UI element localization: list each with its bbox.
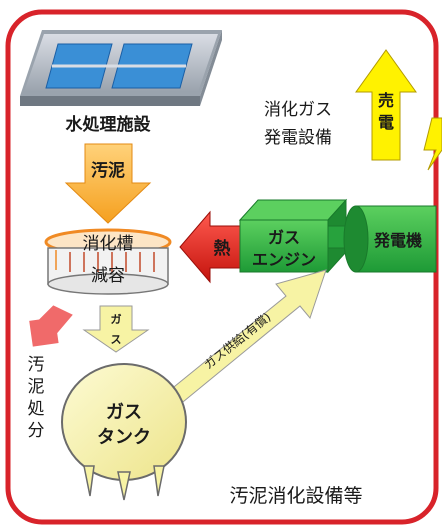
facility-name-label: 汚泥消化設備等 bbox=[229, 485, 362, 507]
generator-cylinder bbox=[343, 205, 437, 273]
gas-tank-label-1: ガス bbox=[106, 402, 142, 423]
sludge-disposal-char-2: 泥 bbox=[28, 377, 45, 397]
gas-supply-arrow bbox=[163, 269, 327, 407]
gas-engine-label-1: ガス bbox=[268, 228, 300, 247]
sludge-disposal-char-3: 処 bbox=[28, 399, 45, 419]
sludge-arrow bbox=[64, 143, 152, 224]
power-sale-char-2: 電 bbox=[378, 113, 394, 132]
solar-panel-icon bbox=[20, 30, 222, 106]
gas-tank-label-2: タンク bbox=[97, 427, 151, 448]
power-sale-char-1: 売 bbox=[378, 91, 394, 110]
gas-down-arrow bbox=[82, 305, 150, 353]
heat-label: 熱 bbox=[214, 238, 231, 259]
sludge-disposal-char-4: 分 bbox=[28, 421, 45, 441]
gas-small-label-2: ス bbox=[111, 333, 122, 346]
digestion-gas-power-label-1: 消化ガス bbox=[264, 100, 332, 120]
lightning-icon bbox=[423, 117, 442, 171]
power-sale-arrow bbox=[355, 49, 417, 161]
sludge-label: 汚泥 bbox=[91, 160, 125, 181]
gas-supply-label: ガス供給(有償) bbox=[201, 310, 273, 372]
water-treatment-label: 水処理施設 bbox=[66, 114, 152, 135]
digestion-tank-label: 消化槽 bbox=[83, 234, 134, 254]
digestion-gas-power-label-2: 発電設備 bbox=[264, 128, 332, 148]
sludge-disposal-arrow bbox=[29, 305, 73, 347]
generator-label: 発電機 bbox=[373, 231, 422, 250]
heat-arrow bbox=[179, 210, 243, 284]
gas-small-label-1: ガ bbox=[111, 312, 122, 326]
sludge-disposal-char-1: 汚 bbox=[28, 355, 45, 375]
volume-reduction-label: 減容 bbox=[91, 266, 125, 286]
gas-engine-label-2: エンジン bbox=[252, 250, 316, 269]
digestion-tank-icon bbox=[44, 228, 172, 295]
gas-tank-icon bbox=[61, 363, 187, 501]
